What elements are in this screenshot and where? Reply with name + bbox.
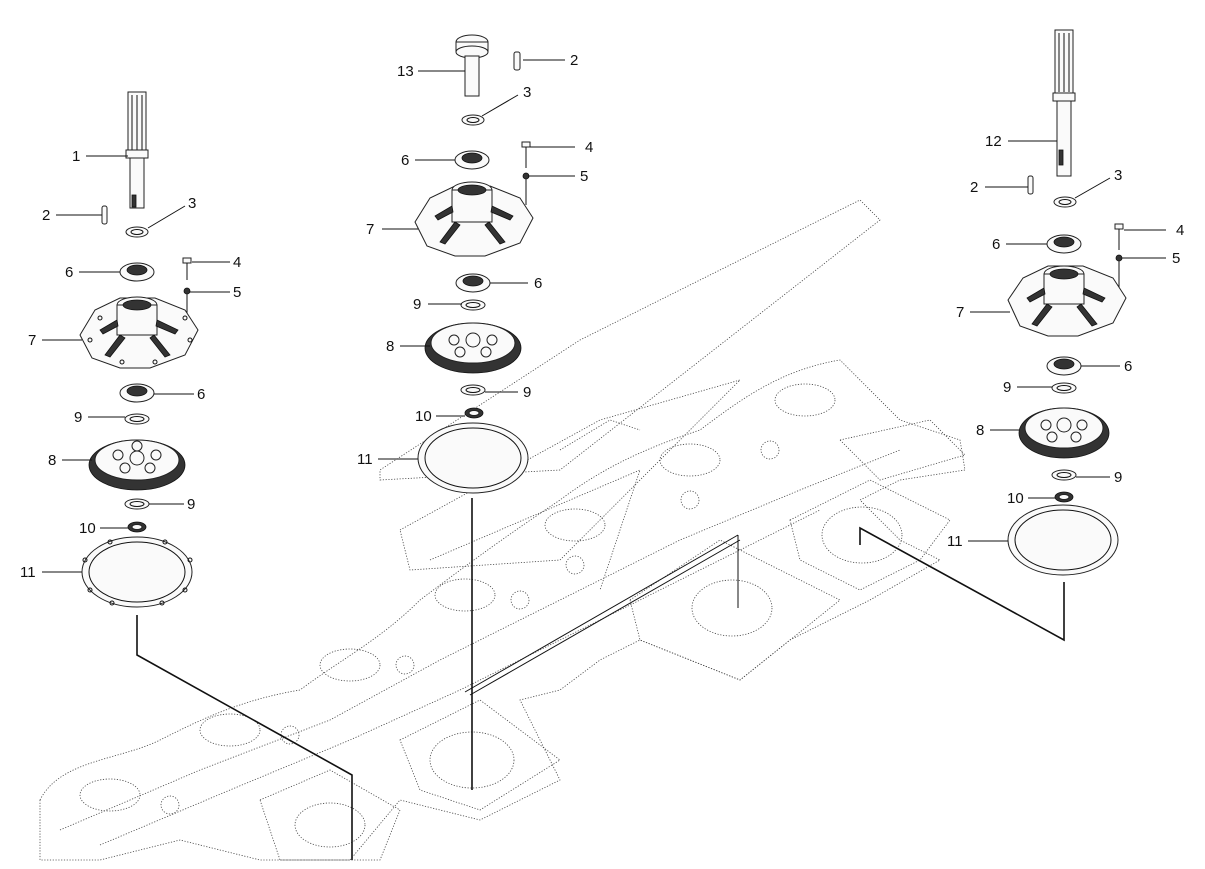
callout-5-left: 5: [233, 284, 241, 301]
callout-8-right: 8: [976, 422, 984, 439]
callout-11-center: 11: [357, 451, 373, 468]
callout-9-center-top: 9: [413, 296, 421, 313]
callout-9-left-top: 9: [74, 409, 82, 426]
callout-7-left: 7: [28, 332, 36, 349]
callout-2-left: 2: [42, 207, 50, 224]
callout-11-right: 11: [947, 533, 963, 550]
right-drive-stack: [859, 29, 1127, 642]
callout-1-left: 1: [72, 148, 80, 165]
cutter-bar-housing: [39, 199, 966, 861]
callout-4-right: 4: [1176, 222, 1184, 239]
callout-leaders: [42, 59, 1166, 573]
callout-5-center: 5: [580, 168, 588, 185]
callout-9-right-top: 9: [1003, 379, 1011, 396]
callout-3-center: 3: [523, 84, 531, 101]
callout-8-left: 8: [48, 452, 56, 469]
callout-7-center: 7: [366, 221, 374, 238]
callout-3-left: 3: [188, 195, 196, 212]
callout-4-left: 4: [233, 254, 241, 271]
callout-13-center: 13: [397, 63, 414, 80]
callout-10-right: 10: [1007, 490, 1024, 507]
callout-2-right: 2: [970, 179, 978, 196]
part-number-labels: 1 2 3 6 4 5 7 6 9 8 9 10 11 13 2 3 6 4 5…: [20, 52, 1184, 581]
callout-5-right: 5: [1172, 250, 1180, 267]
callout-9-center-bottom: 9: [523, 384, 531, 401]
callout-3-right: 3: [1114, 167, 1122, 184]
callout-2-center: 2: [570, 52, 578, 69]
callout-8-center: 8: [386, 338, 394, 355]
callout-9-left-bottom: 9: [187, 496, 195, 513]
left-drive-stack: [79, 91, 353, 860]
callout-11-left: 11: [20, 564, 36, 581]
callout-6-center-top: 6: [401, 152, 409, 169]
callout-10-center: 10: [415, 408, 432, 425]
callout-7-right: 7: [956, 304, 964, 321]
callout-6-right-top: 6: [992, 236, 1000, 253]
callout-6-center-bottom: 6: [534, 275, 542, 292]
callout-6-right-bottom: 6: [1124, 358, 1132, 375]
callout-4-center: 4: [585, 139, 593, 156]
callout-6-left-top: 6: [65, 264, 73, 281]
center-drive-stack: [414, 34, 741, 790]
callout-6-left-bottom: 6: [197, 386, 205, 403]
callout-12-right: 12: [985, 133, 1002, 150]
callout-9-right-bottom: 9: [1114, 469, 1122, 486]
callout-10-left: 10: [79, 520, 96, 537]
